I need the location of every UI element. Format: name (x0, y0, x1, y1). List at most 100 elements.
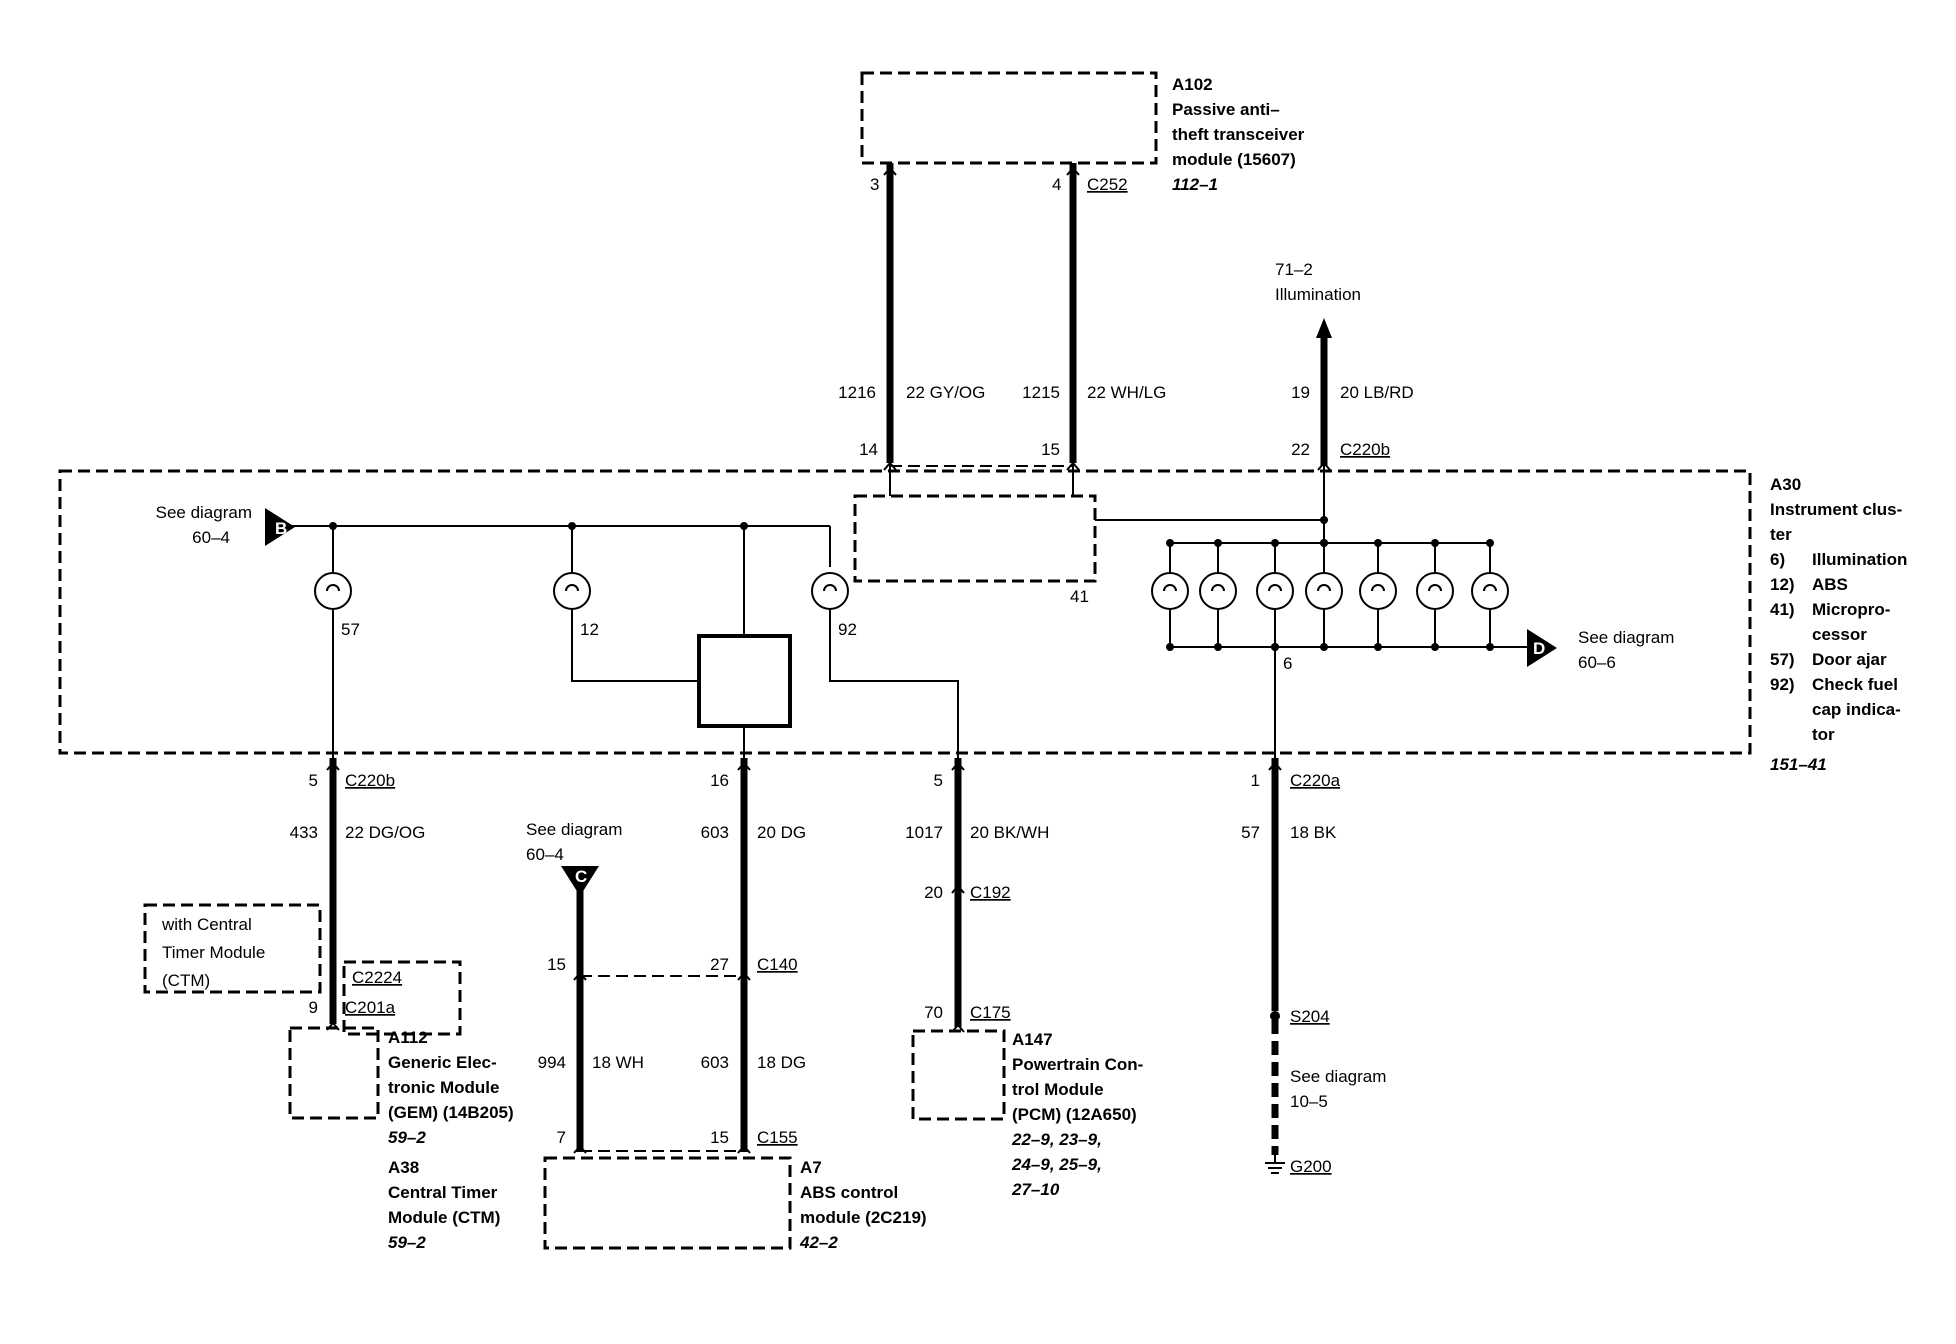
ground-ref-text-2: 10–5 (1290, 1092, 1328, 1111)
wire-994-spec: 18 WH (592, 1053, 644, 1072)
ctm-note-box (143, 903, 322, 994)
diagram-b-marker-icon (265, 508, 295, 546)
a147-ref-3: 27–10 (1011, 1180, 1060, 1199)
wire-603-lower-circuit: 603 (701, 1053, 729, 1072)
a30-item-label: Door ajar (1812, 650, 1887, 669)
illumination-lamp-4 (1320, 643, 1328, 651)
splice-s204-label: S204 (1290, 1007, 1330, 1026)
a102-name-1: Passive anti– (1172, 100, 1280, 119)
ground-icon (1265, 1155, 1285, 1174)
wire-57-spec: 18 BK (1290, 823, 1337, 842)
a30-item-label: ABS (1812, 575, 1848, 594)
a102-ref: 112–1 (1172, 175, 1218, 194)
a30-item-label: cap indica- (1812, 700, 1901, 719)
pin-cl-5: 5 (309, 771, 318, 790)
illumination-lamp-6 (1416, 572, 1454, 610)
illumination-lamp-5 (1359, 572, 1397, 610)
illumination-lamp-2 (1211, 584, 1225, 592)
illumination-arrow-icon (1316, 318, 1332, 338)
illumination-lamp-2 (1199, 572, 1237, 610)
illumination-lamp-6 (1428, 584, 1442, 592)
wire-1216-spec: 22 GY/OG (906, 383, 985, 402)
a7-id: A7 (800, 1158, 822, 1177)
a30-item-number: 6) (1770, 550, 1785, 569)
a147-name-2: trol Module (1012, 1080, 1104, 1099)
diagram-d-letter: D (1533, 639, 1545, 658)
connector-c155: C155 (757, 1128, 798, 1147)
a147-ref-1: 22–9, 23–9, (1011, 1130, 1102, 1149)
illumination-lamp-5 (1374, 643, 1382, 651)
wire-1215-circuit: 1215 (1022, 383, 1060, 402)
illumination-lamp-2 (1214, 643, 1222, 651)
a38-name-1: Central Timer (388, 1183, 498, 1202)
a112-ref: 59–2 (388, 1128, 426, 1147)
a7-name-1: ABS control (800, 1183, 898, 1202)
abs-module-block (697, 634, 792, 728)
a38-ref: 59–2 (388, 1233, 426, 1252)
connector-c220b-left: C220b (345, 771, 395, 790)
wire-1017-circuit: 1017 (905, 823, 943, 842)
a30-item-number: 92) (1770, 675, 1795, 694)
module-a30-box (58, 469, 1752, 755)
pin-c155-15: 15 (710, 1128, 729, 1147)
illumination-lamp-6 (1431, 539, 1439, 547)
a7-name-2: module (2C219) (800, 1208, 927, 1227)
a30-ref: 151–41 (1770, 755, 1827, 774)
a30-item-label: Micropro- (1812, 600, 1890, 619)
illum-ref-label: Illumination (1275, 285, 1361, 304)
wire-19-spec: 20 LB/RD (1340, 383, 1414, 402)
pin-cl-14: 14 (859, 440, 878, 459)
a30-name-1: Instrument clus- (1770, 500, 1902, 519)
wire-603-upper-circuit: 603 (701, 823, 729, 842)
ctm-note-3: (CTM) (162, 971, 210, 990)
connector-c252: C252 (1087, 175, 1128, 194)
illumination-lamp-2 (1214, 539, 1222, 547)
ctm-note-1: with Central (161, 915, 252, 934)
pin-c192-20: 20 (924, 883, 943, 902)
block-41-label: 41 (1070, 587, 1089, 606)
illumination-lamp-7 (1486, 539, 1494, 547)
wire-433-spec: 22 DG/OG (345, 823, 425, 842)
illumination-lamp-7 (1483, 584, 1497, 592)
wire-994-circuit: 994 (538, 1053, 566, 1072)
ground-g200-label: G200 (1290, 1157, 1332, 1176)
wire-1216-circuit: 1216 (838, 383, 876, 402)
a30-name-2: ter (1770, 525, 1792, 544)
module-a112-box (288, 1026, 380, 1120)
a38-id: A38 (388, 1158, 419, 1177)
link-22 (1095, 466, 1325, 521)
a102-id: A102 (1172, 75, 1213, 94)
pin-c155-7: 7 (557, 1128, 566, 1147)
ctm-note-2: Timer Module (162, 943, 265, 962)
connector-c140: C140 (757, 955, 798, 974)
diagram-b-letter: B (275, 519, 287, 538)
pin-a102-4: 4 (1052, 175, 1061, 194)
bulb-12-label: 12 (580, 620, 599, 639)
illumination-lamp-7 (1486, 643, 1494, 651)
diagram-c-text-1: See diagram (526, 820, 622, 839)
a7-ref: 42–2 (799, 1233, 838, 1252)
wire-19-circuit: 19 (1291, 383, 1310, 402)
a30-item-list: 6)Illumination12)ABS41)Micropro-cessor57… (1770, 550, 1907, 744)
diagram-c-text-2: 60–4 (526, 845, 564, 864)
pin-cl-16: 16 (710, 771, 729, 790)
diagram-b-text-1: See diagram (156, 503, 252, 522)
connector-c220b-top: C220b (1340, 440, 1390, 459)
diagram-c-letter: C (575, 867, 587, 886)
pin-cl-1: 1 (1251, 771, 1260, 790)
a147-name-3: (PCM) (12A650) (1012, 1105, 1137, 1124)
connector-c192: C192 (970, 883, 1011, 902)
a30-item-number: 41) (1770, 600, 1795, 619)
pin-cl-5b: 5 (934, 771, 943, 790)
a147-id: A147 (1012, 1030, 1053, 1049)
diagram-d-text-1: See diagram (1578, 628, 1674, 647)
a30-item-label: tor (1812, 725, 1835, 744)
a30-item-number: 57) (1770, 650, 1795, 669)
illumination-lamp-6 (1431, 643, 1439, 651)
pin-c140-15: 15 (547, 955, 566, 974)
illum-ref-page: 71–2 (1275, 260, 1313, 279)
illumination-lamp-4 (1320, 539, 1328, 547)
illumination-lamp-3 (1268, 584, 1282, 592)
pin-cl-15: 15 (1041, 440, 1060, 459)
connector-c2224-box (342, 960, 462, 1036)
